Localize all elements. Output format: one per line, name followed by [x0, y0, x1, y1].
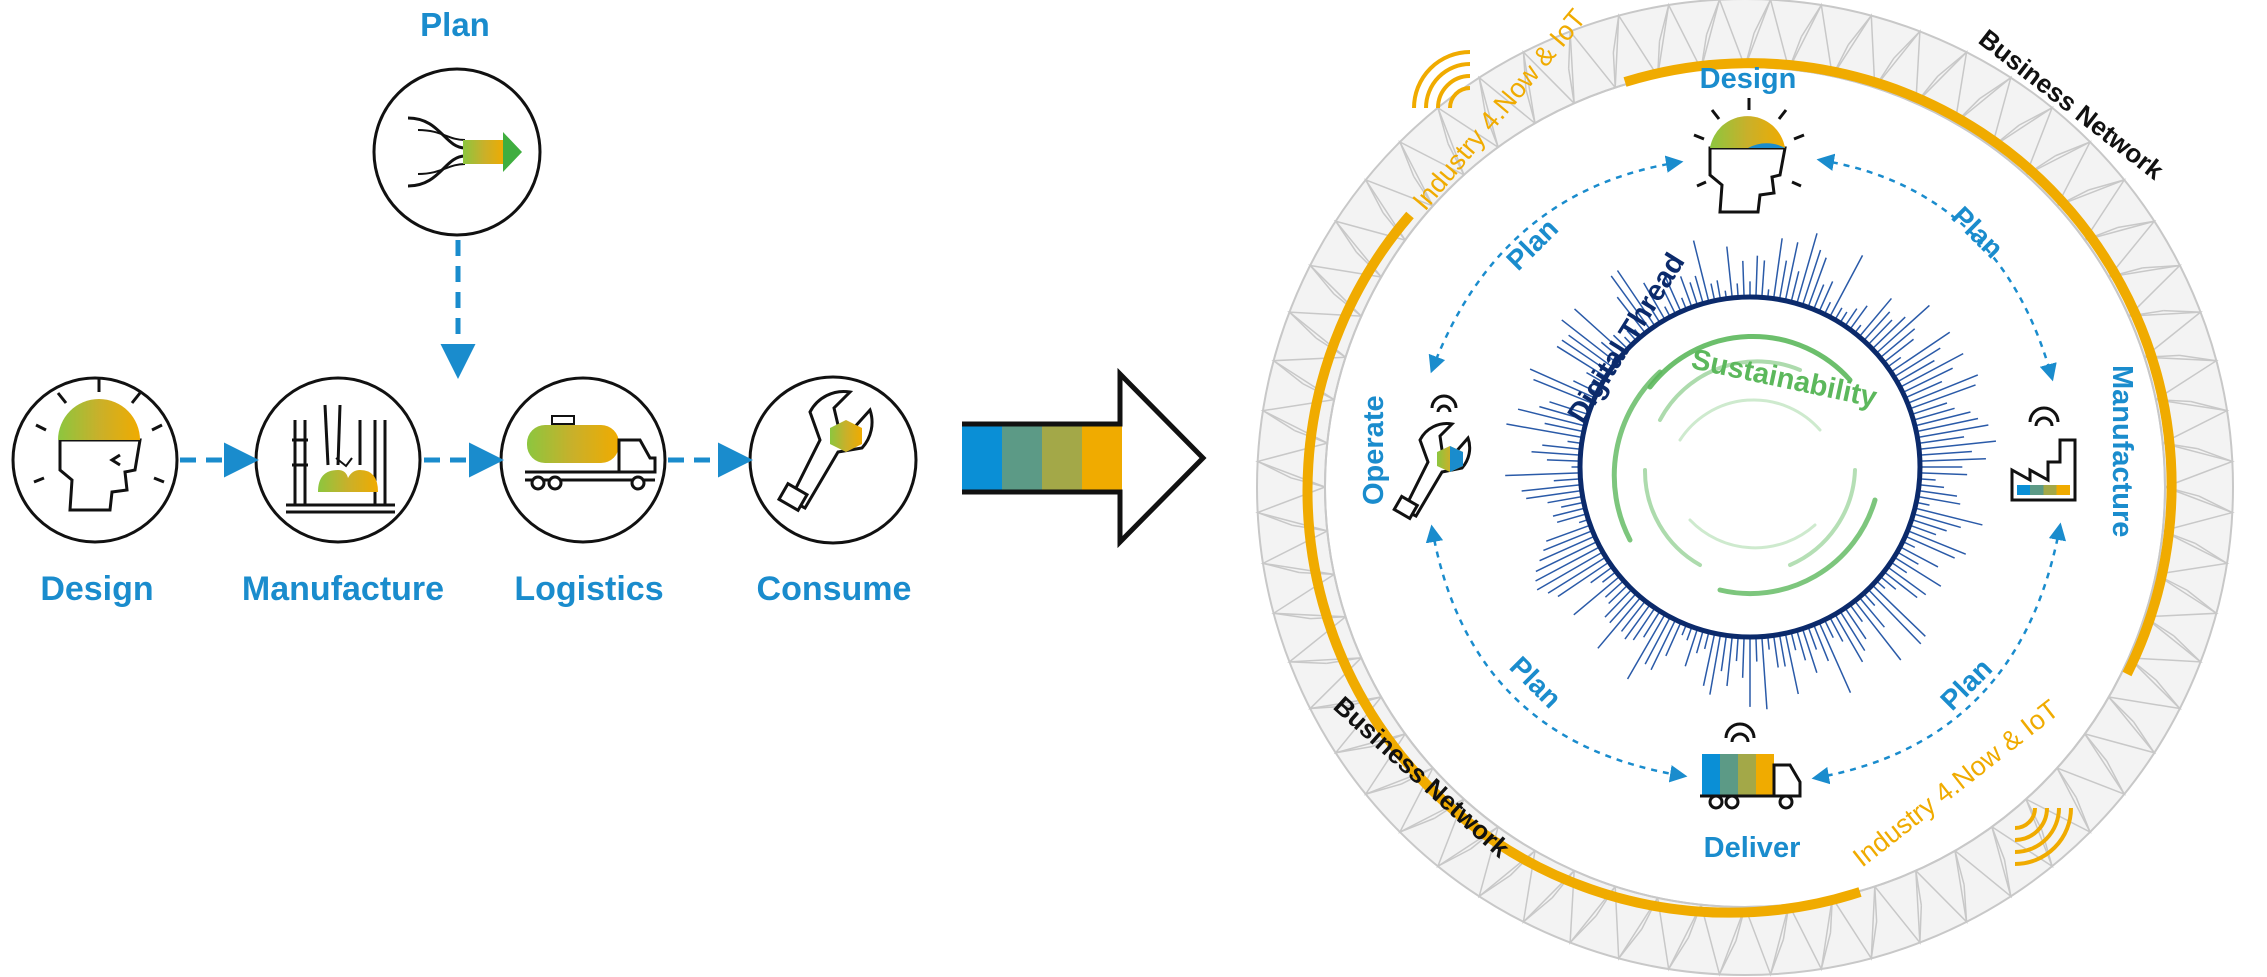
iot-signal-icon-bottom [2014, 807, 2073, 866]
tanker-truck-icon [525, 415, 657, 491]
step-label-manufacture: Manufacture [242, 570, 444, 608]
cycle-node-deliver: Deliver [1700, 722, 1802, 864]
cycle-label-manufacture-text: Manufacture [2106, 365, 2138, 537]
factory-icon [286, 404, 395, 514]
cycle-diagram: Industry 4.Now & IoT Industry 4.Now & Io… [1255, 0, 2235, 977]
striped-arrow-icon [962, 367, 1207, 549]
linear-flow: Plan [11, 6, 918, 608]
cycle-node-design: Design [1693, 63, 1805, 214]
cycle-label-deliver: Deliver [1704, 832, 1801, 864]
step-label-consume: Consume [757, 570, 912, 608]
step-label-design: Design [40, 570, 153, 608]
wrench-icon-cycle [1392, 394, 1472, 521]
merge-arrow-icon [407, 116, 522, 188]
cycle-label-operate-text: Operate [1358, 395, 1390, 505]
factory-icon-cycle [2010, 406, 2077, 502]
step-logistics [499, 376, 667, 544]
cycle-label-operate: Operate [1358, 395, 1390, 505]
iot-signal-icon-top [1412, 50, 1471, 109]
cycle-node-manufacture: Manufacture [2010, 365, 2138, 537]
industry-ring [1302, 58, 2177, 918]
plan-arc-bottom-left [1425, 524, 1688, 783]
wrench-icon [776, 390, 874, 513]
plan-node: Plan [372, 6, 542, 237]
step-design [11, 376, 179, 544]
plan-label: Plan [420, 6, 490, 43]
plan-arc-top-right [1816, 153, 2057, 382]
cycle-node-operate: Operate [1358, 394, 1472, 521]
plan-arc-bottom-right [1811, 522, 2067, 785]
cycle-label-design: Design [1700, 63, 1797, 95]
step-manufacture [254, 376, 422, 544]
step-consume [748, 375, 918, 545]
cycle-label-manufacture: Manufacture [2106, 365, 2138, 537]
truck-icon-cycle [1700, 722, 1802, 810]
head-gear-icon-design [1693, 98, 1805, 214]
step-label-logistics: Logistics [514, 570, 663, 608]
plan-arcs [1425, 153, 2067, 785]
plan-arc-top-left [1428, 155, 1684, 374]
head-gear-icon [33, 378, 165, 512]
